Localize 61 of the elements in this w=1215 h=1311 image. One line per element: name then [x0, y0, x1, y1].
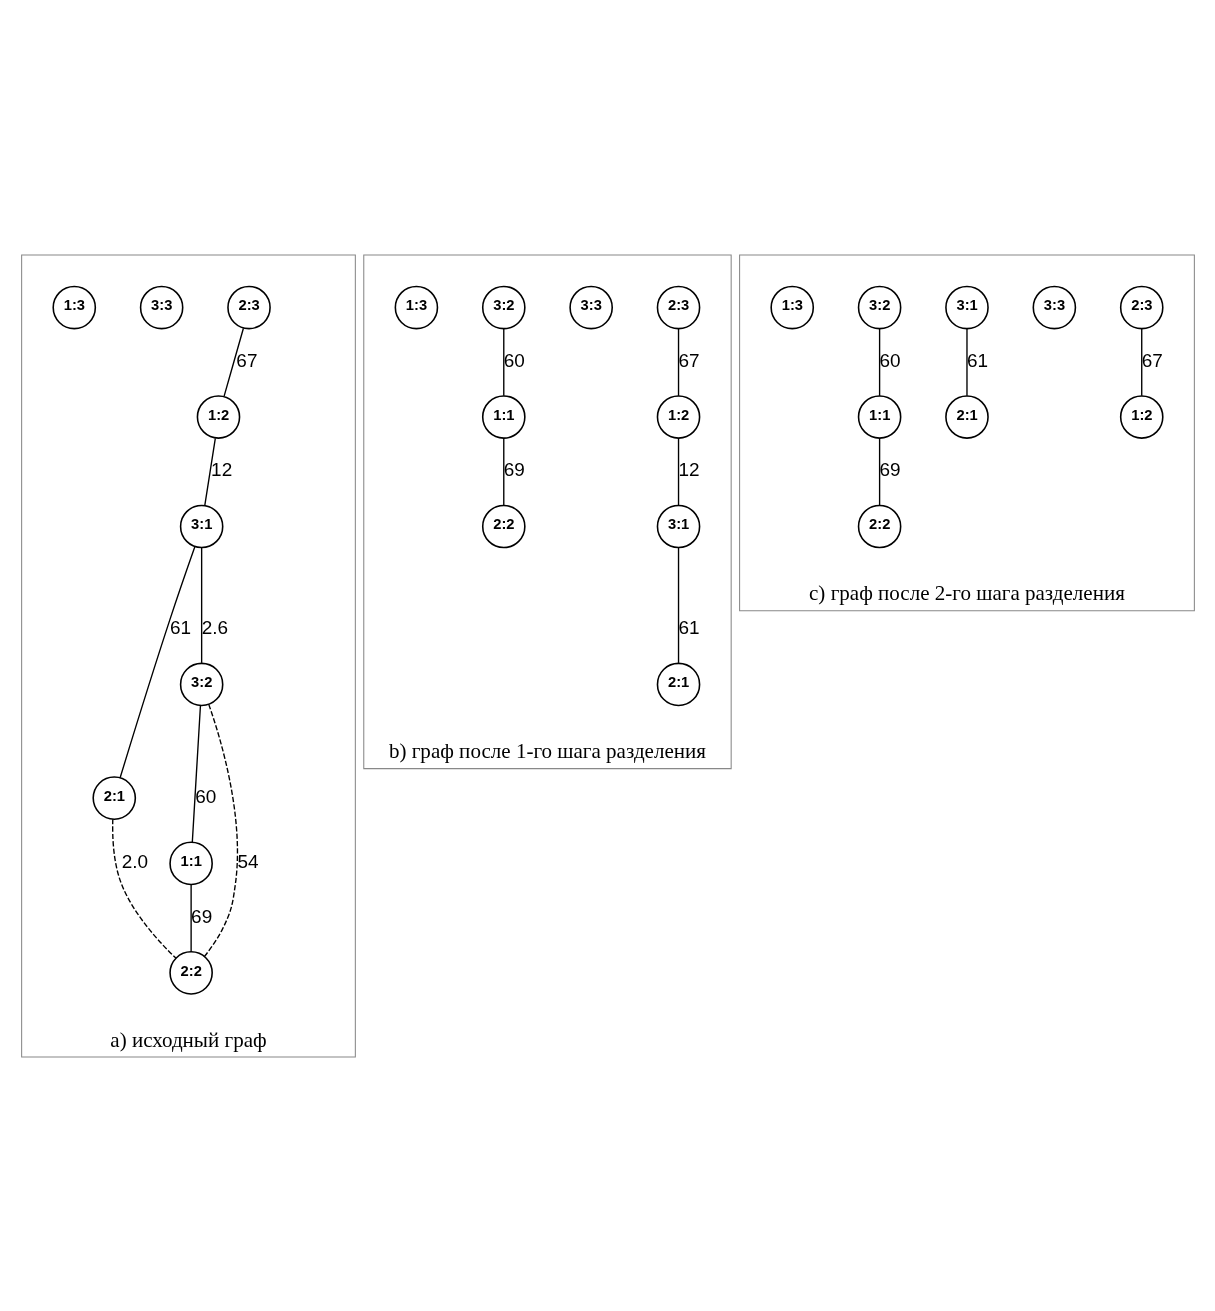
edge-label: 69 [879, 458, 901, 480]
connector [1140, 327, 1142, 397]
node-circle: 2:1 [656, 662, 700, 706]
connector [677, 437, 679, 506]
edge-label: 2.0 [121, 850, 148, 872]
edge-label: 12 [210, 458, 232, 480]
edge-label: 60 [503, 349, 525, 371]
connector [118, 545, 196, 778]
edge-label: 61 [678, 616, 700, 638]
node-circle: 1:2 [196, 394, 240, 439]
connector [111, 818, 176, 959]
connector [191, 704, 201, 843]
node-circle: 3:1 [179, 504, 223, 548]
connector [502, 437, 504, 506]
connector [203, 703, 238, 957]
node-circle: 2:3 [1119, 285, 1164, 329]
node-circle: 3:3 [568, 285, 613, 329]
node-circle: 2:1 [91, 775, 136, 820]
node-circle: 1:2 [656, 394, 700, 439]
connector [222, 327, 244, 397]
edge-label: 69 [503, 458, 525, 480]
connector [878, 327, 880, 397]
edge-label: 61 [169, 616, 191, 638]
node-circle: 2:2 [481, 504, 526, 548]
edge-label: 67 [235, 349, 257, 371]
edge-label: 60 [879, 349, 901, 371]
connector [502, 327, 504, 397]
node-circle: 3:2 [481, 285, 526, 329]
node-circle: 3:1 [656, 504, 700, 548]
node-circle: 3:1 [944, 285, 989, 329]
edge-label: 69 [190, 905, 212, 927]
edge-label: 67 [678, 349, 700, 371]
node-circle: 2:3 [226, 285, 271, 329]
node-circle: 1:1 [168, 841, 213, 885]
edge-label: 60 [194, 785, 216, 807]
node-circle: 1:2 [1119, 394, 1164, 439]
edge-label: 67 [1141, 349, 1163, 371]
node-circle: 1:3 [769, 285, 814, 329]
connector [189, 883, 192, 952]
node-circle: 1:1 [857, 394, 901, 439]
node-circle: 2:2 [857, 504, 901, 548]
connector [677, 327, 679, 397]
connector [200, 546, 202, 664]
node-circle: 1:3 [394, 285, 438, 329]
edge-label: 12 [678, 458, 700, 480]
node-circle: 3:3 [139, 285, 183, 329]
node-circle: 3:2 [857, 285, 901, 329]
edge-label: 61 [966, 349, 988, 371]
connector [203, 437, 216, 506]
node-circle: 2:1 [944, 394, 989, 439]
connector [878, 437, 880, 506]
connector [965, 327, 968, 397]
node-circle: 1:3 [51, 285, 96, 329]
node-circle: 3:2 [179, 662, 223, 706]
node-circle: 2:2 [168, 950, 213, 995]
edge-label: 54 [236, 850, 259, 872]
node-circle: 2:3 [656, 285, 700, 329]
edge-label: 2.6 [201, 616, 228, 638]
node-circle: 3:3 [1032, 285, 1076, 329]
node-circle: 1:1 [481, 394, 526, 439]
connector [677, 546, 679, 664]
